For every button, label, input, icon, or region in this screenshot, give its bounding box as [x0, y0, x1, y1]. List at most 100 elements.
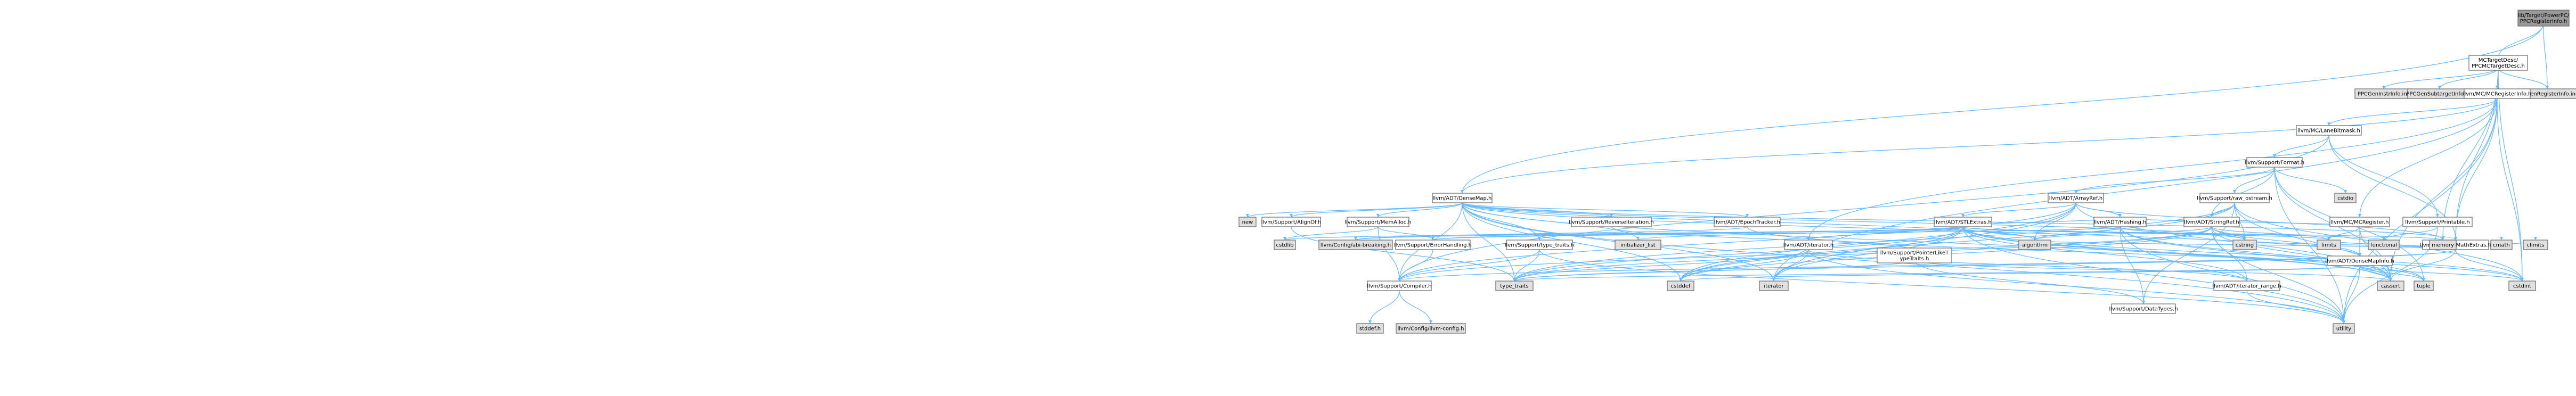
arrowhead-densemap-to-mathextras — [2454, 237, 2457, 240]
edge-stlextras-to-iteratorh — [1808, 226, 1963, 241]
node-ppcgeninstrinfo: PPCGenInstrInfo.inc — [2354, 88, 2413, 99]
node-box — [1395, 240, 1471, 250]
node-box — [2414, 280, 2434, 291]
node-stringref[interactable]: llvm/ADT/StringRef.h — [2183, 217, 2240, 227]
node-densemapinfo[interactable]: llvm/ADT/DenseMapInfo.h — [2325, 255, 2394, 266]
edge-mcregisterinfo-to-utility — [2343, 98, 2498, 324]
edge-mcregisterinfo-to-cassert — [2390, 98, 2498, 282]
node-label: llvm/ADT/iterator_range.h — [2212, 284, 2281, 290]
arrowhead-mathextras-to-cstring — [2243, 237, 2246, 240]
node-label: algorithm — [2022, 243, 2048, 249]
arrowhead-densemapinfo-to-cassert — [2389, 278, 2392, 281]
node-box — [2018, 240, 2051, 250]
node-label: llvm/ADT/DenseMapInfo.h — [2325, 259, 2394, 265]
node-format[interactable]: llvm/Support/Format.h — [2245, 157, 2304, 168]
node-label: PPCMCTargetDesc.h — [2472, 63, 2525, 69]
edge-stringref-to-algorithm — [2034, 226, 2212, 241]
arrowhead-mathextras-to-climits — [2534, 237, 2537, 240]
node-lanebitmask[interactable]: llvm/MC/LaneBitmask.h — [2296, 125, 2362, 136]
node-box — [1238, 217, 1257, 227]
edge-stringref-to-densemapinfo — [2211, 226, 2360, 257]
node-typetraits[interactable]: llvm/Support/type_traits.h — [1505, 240, 1574, 250]
node-iteratorh[interactable]: llvm/ADT/iterator.h — [1783, 240, 1833, 250]
node-box — [2368, 240, 2400, 250]
node-box — [2093, 217, 2147, 227]
arrowhead-mctargetdesc-to-ppcgenregister — [2546, 86, 2549, 89]
edge-compiler-to-llvmconfig — [1399, 290, 1431, 324]
arrowhead-mathextras-to-algorithm — [2033, 237, 2036, 240]
node-label: utility — [2336, 326, 2352, 332]
node-box — [1495, 280, 1534, 291]
edge-memalloc-to-cstdlib — [1284, 226, 1379, 241]
edge-compiler-to-stddef — [1369, 290, 1400, 324]
node-box — [2333, 323, 2355, 334]
arrowhead-arrayref-to-stlextras — [1961, 214, 1964, 217]
edge-stlextras-to-type_traits — [1514, 226, 1963, 282]
edge-hashing-to-datatypes — [2120, 226, 2144, 304]
edge-stlextras-to-cstdlib — [1284, 226, 1963, 241]
node-label: llvm/ADT/EpochTracker.h — [1714, 220, 1780, 226]
arrowhead-mctargetdesc-to-ppcgensubtarget — [2438, 86, 2441, 89]
node-alignof[interactable]: llvm/Support/AlignOf.h — [1261, 217, 1322, 227]
node-epochtracker[interactable]: llvm/ADT/EpochTracker.h — [1714, 217, 1781, 227]
node-datatypes[interactable]: llvm/Support/DataTypes.h — [2109, 303, 2178, 314]
edge-mathextras-to-cassert — [2390, 249, 2456, 282]
node-label: llvm/Support/MemAlloc.h — [1344, 220, 1412, 226]
node-densemap[interactable]: llvm/ADT/DenseMap.h — [1432, 193, 1493, 203]
node-box — [1934, 217, 1992, 227]
edge-pointerlike-to-cassert — [1914, 260, 2391, 282]
node-box — [1784, 240, 1833, 250]
edge-densemapinfo-to-utility — [2343, 265, 2360, 324]
node-mcregister[interactable]: llvm/MC/MCRegister.h — [2329, 217, 2390, 227]
node-label: ypeTraits.h — [1900, 256, 1929, 262]
node-iterator_range[interactable]: llvm/ADT/iterator_range.h — [2212, 280, 2281, 291]
edge-stlextras-to-algorithm — [1962, 226, 2035, 241]
node-box — [1571, 217, 1652, 227]
node-raw_ostream[interactable]: llvm/Support/raw_ostream.h — [2197, 193, 2272, 203]
node-label: initializer_list — [1620, 243, 1656, 249]
arrowhead-format-to-cstdio — [2344, 190, 2347, 193]
edge-printable-to-functional — [2383, 226, 2438, 241]
node-algorithm: algorithm — [2018, 240, 2051, 250]
node-label: llvm/ADT/Hashing.h — [2094, 220, 2147, 226]
edge-typetraits-to-utility — [1539, 249, 2344, 324]
node-box — [2523, 240, 2548, 250]
node-errorhandling[interactable]: llvm/Support/ErrorHandling.h — [1394, 240, 1472, 250]
node-new: new — [1238, 217, 1257, 227]
node-label: iterator — [1764, 284, 1784, 290]
node-compiler[interactable]: llvm/Support/Compiler.h — [1367, 280, 1432, 291]
edge-arrayref-to-stlextras — [1962, 202, 2076, 218]
arrowhead-densemapinfo-to-cstddef — [1679, 278, 1682, 281]
node-arrayref[interactable]: llvm/ADT/ArrayRef.h — [2048, 193, 2104, 203]
node-memalloc[interactable]: llvm/Support/MemAlloc.h — [1344, 217, 1412, 227]
edge-densemap-to-reverseiteration — [1462, 202, 1612, 218]
node-stlextras[interactable]: llvm/ADT/STLExtras.h — [1934, 217, 1992, 227]
node-reverseiteration[interactable]: llvm/Support/ReverseIteration.h — [1569, 217, 1654, 227]
edge-memalloc-to-compiler — [1377, 226, 1400, 282]
node-hashing[interactable]: llvm/ADT/Hashing.h — [2093, 217, 2147, 227]
node-mcregisterinfo[interactable]: llvm/MC/MCRegisterInfo.h — [2463, 88, 2532, 99]
edge-hashing-to-utility — [2120, 226, 2344, 324]
node-label: llvm/Config/llvm-config.h — [1398, 326, 1464, 332]
edge-format-to-cstdio — [2274, 167, 2346, 194]
node-cstddef: cstddef — [1667, 280, 1694, 291]
node-box — [1367, 280, 1432, 291]
node-label: memory — [2432, 243, 2454, 249]
node-box — [2213, 280, 2280, 291]
node-label: climits — [2527, 243, 2545, 249]
edge-mctargetdesc-to-ppcgeninstrinfo — [2383, 67, 2499, 89]
edge-format-to-raw_ostream — [2234, 167, 2275, 194]
arrowhead-densemap-to-memalloc — [1376, 214, 1380, 217]
edge-stringref-to-cstring — [2211, 226, 2245, 241]
node-printable[interactable]: llvm/Support/Printable.h — [2402, 217, 2473, 227]
edge-pointerlike-to-type_traits — [1514, 260, 1915, 282]
edge-mcregisterinfo-to-cstdint — [2497, 98, 2523, 282]
arrowhead-densemap-to-typetraits — [1538, 237, 1541, 240]
edge-densemap-to-epochtracker — [1462, 202, 1748, 218]
node-label: cmath — [2493, 243, 2510, 249]
node-mctargetdesc[interactable]: MCTargetDesc/PPCMCTargetDesc.h — [2468, 55, 2528, 71]
edge-mcregister-to-limits — [2328, 226, 2360, 241]
edge-stringref-to-limits — [2211, 226, 2329, 241]
node-utility: utility — [2333, 323, 2355, 334]
